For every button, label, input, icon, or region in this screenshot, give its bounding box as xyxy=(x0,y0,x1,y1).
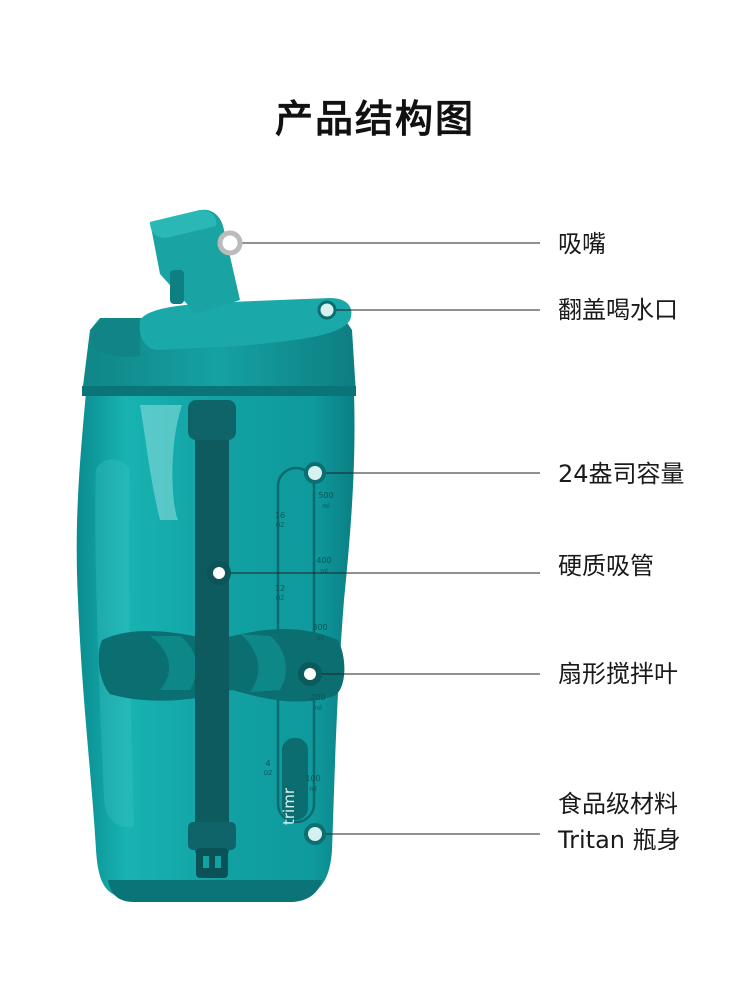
scale-oz-16: 16 xyxy=(275,511,285,520)
label-flip-lid-spout: 翻盖喝水口 xyxy=(558,296,678,324)
scale-oz-unit: OZ xyxy=(276,522,285,529)
hard-straw xyxy=(195,406,229,856)
scale-ml-unit: ml xyxy=(320,568,328,575)
label-tritan-body-line2: Tritan 瓶身 xyxy=(558,826,681,854)
scale-ml-unit: ml xyxy=(316,635,324,642)
label-capacity: 24盎司容量 xyxy=(558,460,685,488)
page-title: 产品结构图 xyxy=(274,97,475,141)
callout-dots xyxy=(207,230,337,845)
scale-ml-300: 300 xyxy=(312,623,327,632)
scale-ml-unit: ml xyxy=(322,503,330,510)
scale-oz-unit: OZ xyxy=(264,770,273,777)
callout-leaders xyxy=(226,242,540,835)
label-hard-straw: 硬质吸管 xyxy=(558,552,654,580)
label-fan-blade: 扇形搅拌叶 xyxy=(558,660,678,688)
scale-ml-unit: ml xyxy=(314,705,322,712)
scale-oz-unit: OZ xyxy=(276,595,285,602)
scale-ml-unit: ml xyxy=(309,786,317,793)
scale-ml-100: 100 xyxy=(305,774,320,783)
scale-ml-500: 500 xyxy=(318,491,333,500)
scale-ml-200: 200 xyxy=(310,693,325,702)
flip-lid-spout xyxy=(139,298,352,350)
scale-ml-400: 400 xyxy=(316,556,331,565)
scale-oz-4: 4 xyxy=(265,759,270,768)
scale-oz-12: 12 xyxy=(275,584,285,593)
label-straw-mouthpiece: 吸嘴 xyxy=(558,230,606,258)
brand-logo-text: trimr xyxy=(280,787,298,825)
label-tritan-body-line1: 食品级材料 xyxy=(558,790,678,818)
